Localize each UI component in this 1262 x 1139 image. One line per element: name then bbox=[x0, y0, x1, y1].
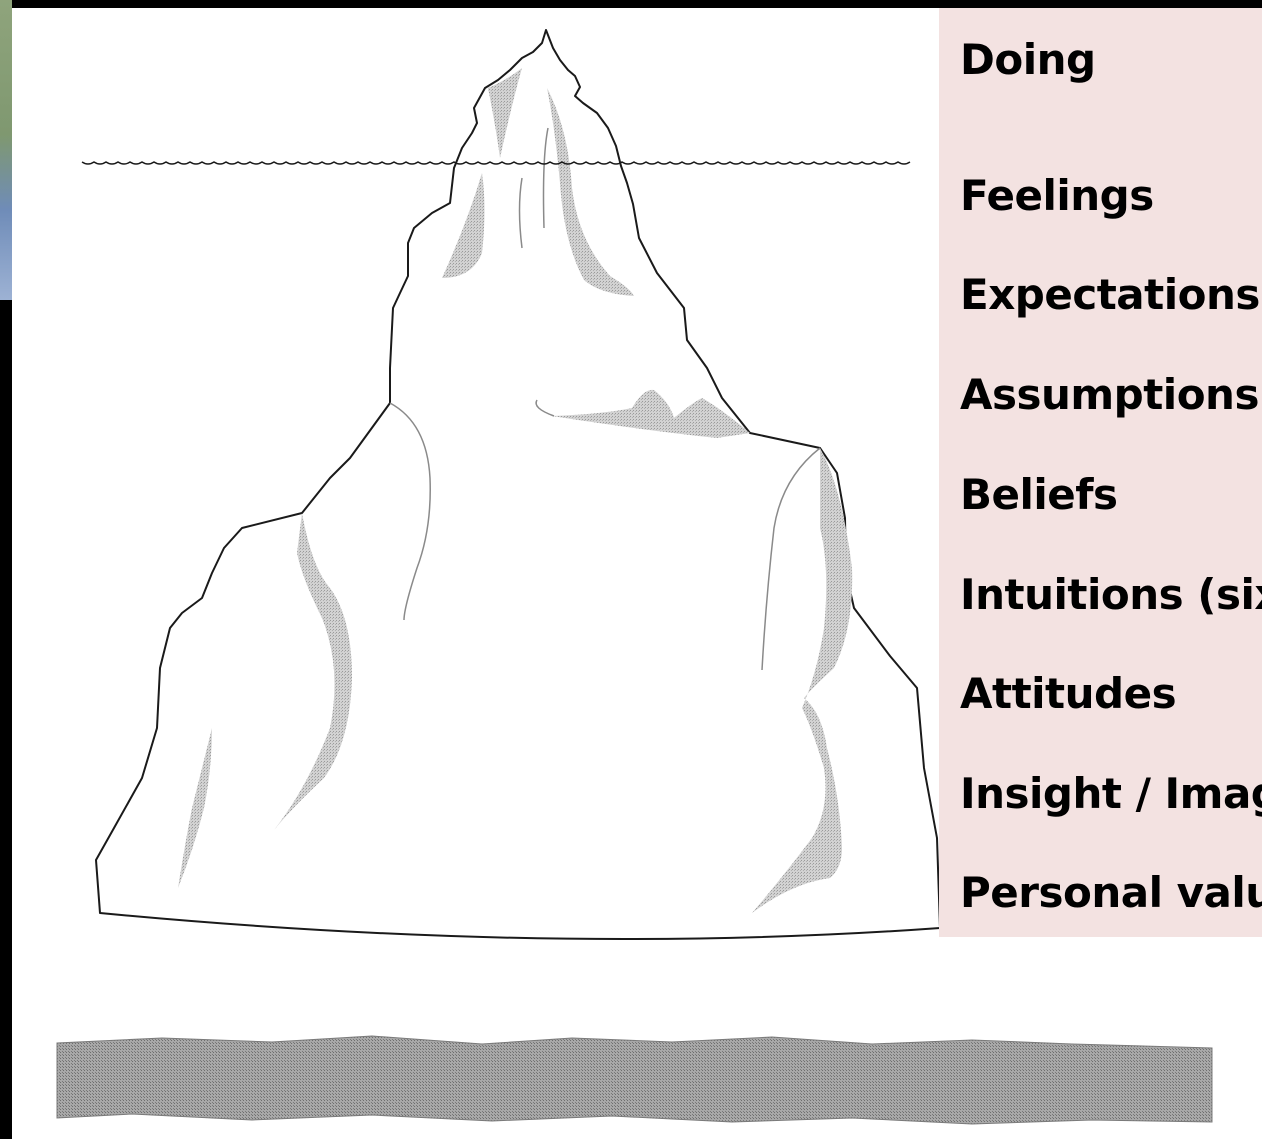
label-panel: Doing Feelings Expectations Assumptions … bbox=[939, 8, 1262, 937]
iceberg-outline bbox=[95, 29, 941, 941]
waterline bbox=[81, 161, 911, 165]
label-intuitions: Intuitions (six bbox=[960, 570, 1262, 619]
ocean-floor bbox=[56, 1035, 1213, 1125]
iceberg-canvas: Doing Feelings Expectations Assumptions … bbox=[12, 8, 1262, 1139]
label-feelings: Feelings bbox=[960, 171, 1154, 220]
label-assumptions: Assumptions bbox=[960, 370, 1259, 419]
label-attitudes: Attitudes bbox=[960, 669, 1177, 718]
label-expectations: Expectations bbox=[960, 270, 1260, 319]
label-beliefs: Beliefs bbox=[960, 470, 1118, 519]
label-personal-values: Personal valu bbox=[960, 868, 1262, 917]
photo-edge-strip bbox=[0, 0, 12, 300]
label-insight: Insight / Imag bbox=[960, 769, 1262, 818]
iceberg-illustration bbox=[56, 29, 1213, 1125]
iceberg-linework bbox=[389, 127, 821, 671]
iceberg-shading bbox=[178, 68, 853, 913]
label-doing: Doing bbox=[960, 35, 1096, 84]
